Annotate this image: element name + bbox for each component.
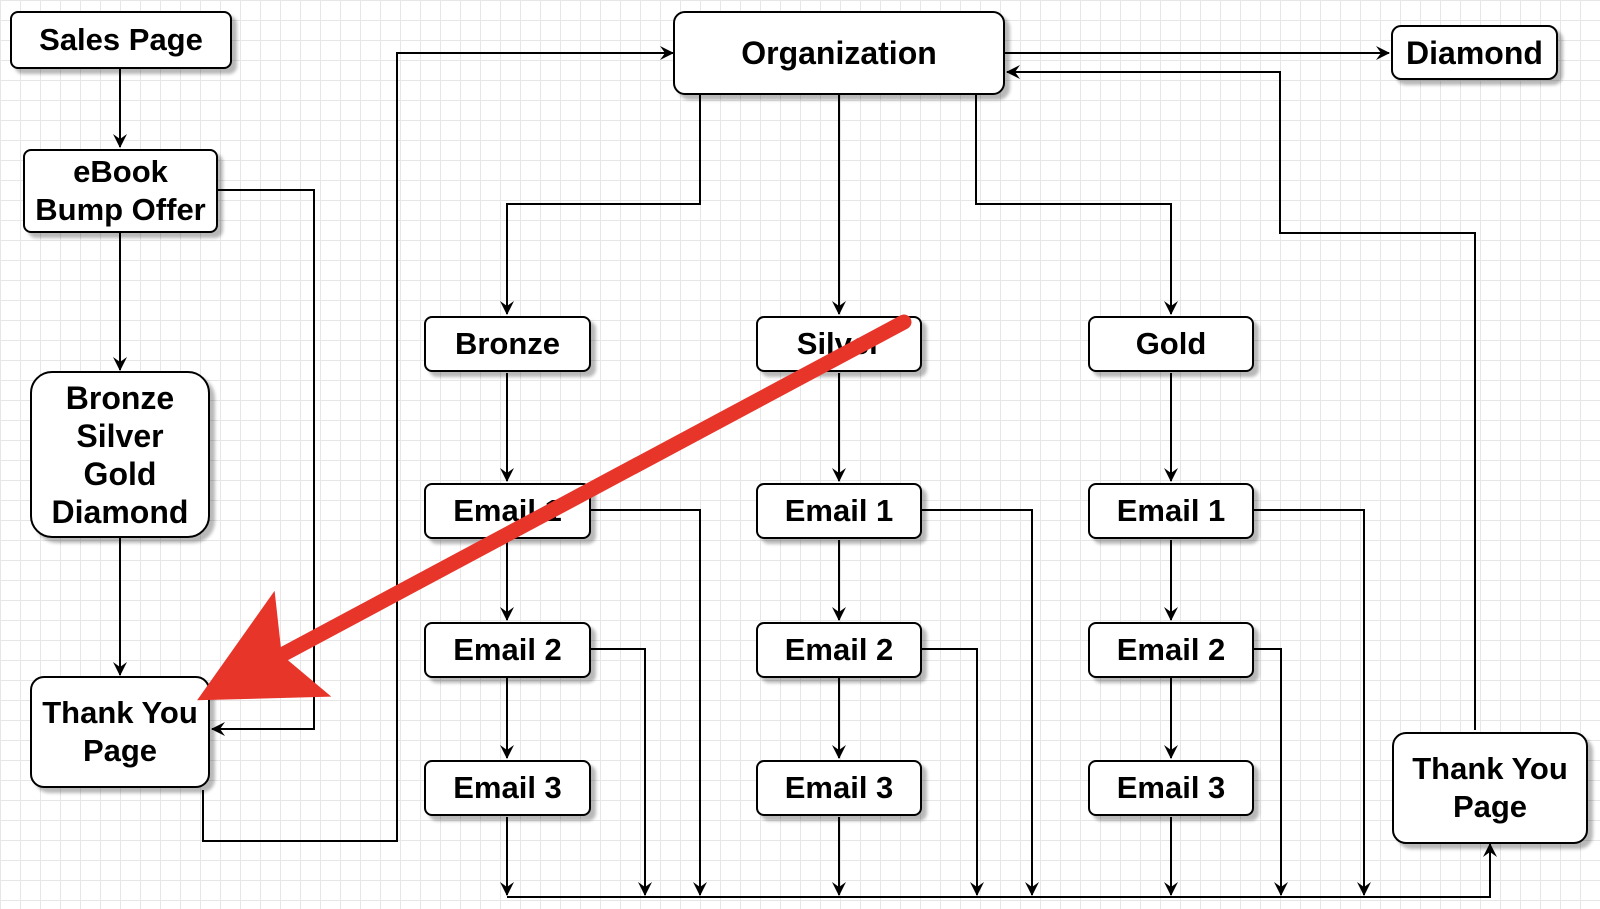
bronze-email-3-label: Email 3 <box>453 770 562 805</box>
thank-you-page-left-node: Thank You Page <box>30 676 210 788</box>
red-annotation-arrow <box>197 314 912 701</box>
organization-node: Organization <box>673 11 1005 95</box>
edge-bronze-email2-out <box>591 648 652 896</box>
silver-email-1-label: Email 1 <box>784 493 894 528</box>
edge-thankyou-to-org <box>1006 65 1476 730</box>
ebook-bump-offer-node: eBook Bump Offer <box>23 149 218 233</box>
edge-bottom-bus-to-thankyou <box>507 843 1497 898</box>
gold-email-1-node: Email 1 <box>1088 483 1254 539</box>
tiers-list-label: Bronze Silver Gold Diamond <box>51 379 189 530</box>
bronze-email-2-label: Email 2 <box>453 632 562 667</box>
gold-email-2-node: Email 2 <box>1088 622 1254 678</box>
gold-email-1-label: Email 1 <box>1116 493 1226 528</box>
sales-page-node: Sales Page <box>10 11 232 69</box>
gold-label: Gold <box>1135 326 1207 361</box>
gold-email-3-node: Email 3 <box>1088 760 1254 816</box>
silver-email-2-node: Email 2 <box>756 622 922 678</box>
organization-label: Organization <box>741 35 937 71</box>
tiers-list-node: Bronze Silver Gold Diamond <box>30 371 210 538</box>
edge-org-to-bronze <box>500 95 701 315</box>
edge-thankyou-to-organization <box>202 46 674 842</box>
edge-org-to-gold <box>975 95 1178 315</box>
gold-email-2-label: Email 2 <box>1116 632 1226 667</box>
thank-you-page-left-label: Thank You Page <box>42 695 198 768</box>
diamond-label: Diamond <box>1406 34 1543 71</box>
edge-gold-email1-out <box>1254 509 1371 896</box>
silver-email-1-node: Email 1 <box>756 483 922 539</box>
edge-silver-email2-out <box>922 648 984 896</box>
sales-page-label: Sales Page <box>39 22 203 57</box>
edge-ebook-to-thankyou <box>211 189 315 736</box>
bronze-node: Bronze <box>424 316 591 372</box>
gold-email-3-label: Email 3 <box>1116 770 1226 805</box>
thank-you-page-right-label: Thank You Page <box>1412 751 1568 824</box>
bronze-label: Bronze <box>454 326 561 361</box>
gold-node: Gold <box>1088 316 1254 372</box>
diamond-node: Diamond <box>1391 25 1558 80</box>
bronze-email-2-node: Email 2 <box>424 622 591 678</box>
silver-email-3-label: Email 3 <box>784 770 894 805</box>
silver-email-3-node: Email 3 <box>756 760 922 816</box>
bronze-email-3-node: Email 3 <box>424 760 591 816</box>
edge-gold-email2-out <box>1254 648 1288 896</box>
silver-email-2-label: Email 2 <box>784 632 894 667</box>
edge-silver-email1-out <box>922 509 1039 896</box>
edge-bronze-email1-out <box>591 509 707 896</box>
ebook-bump-offer-label: eBook Bump Offer <box>35 154 206 227</box>
thank-you-page-right-node: Thank You Page <box>1392 732 1588 844</box>
